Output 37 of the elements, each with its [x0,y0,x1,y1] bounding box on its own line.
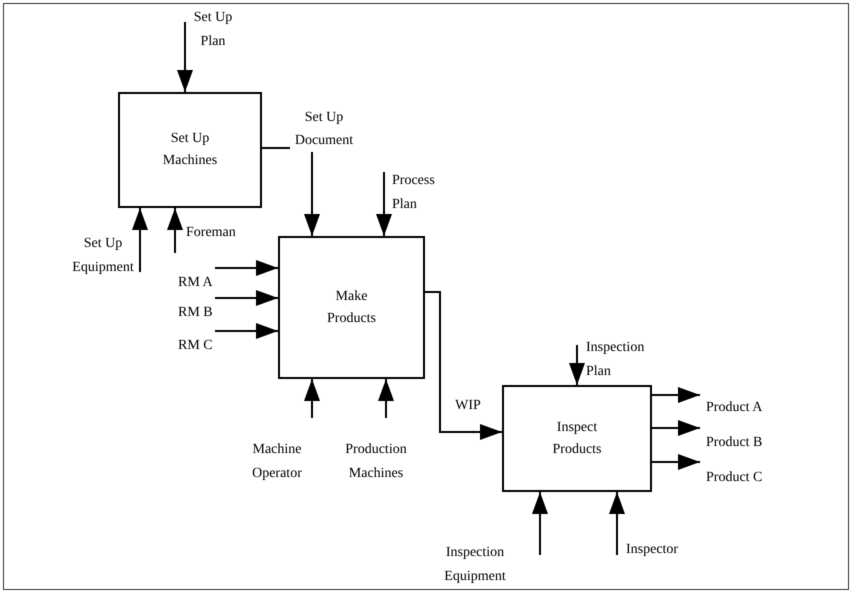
arrow [215,260,278,276]
arrow [652,454,700,470]
arrow [177,22,193,92]
process-box [278,236,425,379]
arrow [132,208,148,272]
process-box [118,92,262,208]
process-label: Set Up Machines [162,130,218,170]
flow-label: Process Plan [384,169,454,217]
arrow [215,323,278,339]
flow-label: Product C [700,462,786,490]
arrow [569,345,585,385]
arrow [652,387,700,403]
arrow [609,492,625,555]
arrow [376,172,392,236]
flow-label: Production Machines [330,418,422,486]
arrow [425,291,502,440]
flow-label: Set Up Equipment [70,232,136,280]
flow-label: RM B [178,298,215,325]
arrow [532,492,548,555]
flow-label: Inspection Equipment [428,541,540,589]
arrow [167,208,183,253]
process-box [502,385,652,492]
process-label: Make Products [326,288,377,328]
flow-label: Inspection Plan [577,336,666,384]
arrow [652,420,700,436]
flow-label: RM A [178,268,215,295]
flow-label: Foreman [175,221,256,253]
flow-label: Set Up Plan [185,6,236,54]
flow-label: Product A [700,395,786,420]
flow-label: Machine Operator [238,418,316,486]
arrow [215,290,278,306]
flow-label: RM C [178,331,215,358]
flow-label: Product B [700,428,786,455]
arrow [304,379,320,418]
flow-label: Inspector [617,538,696,562]
process-label: Inspect Products [552,418,602,458]
arrow [378,379,394,418]
